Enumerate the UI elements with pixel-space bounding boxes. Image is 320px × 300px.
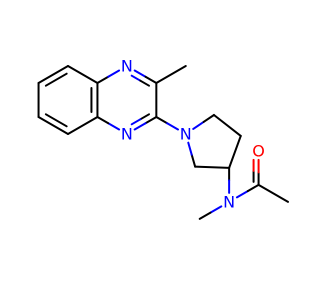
bond-benzo-double-1 (44, 72, 68, 87)
bond-benzo-1 (67, 65, 99, 84)
bond-c3-npyr-a (155, 116, 169, 125)
bond-pyr-1-b (202, 113, 215, 123)
bond-pyr-4 (194, 165, 231, 169)
bond-pyr-2 (212, 113, 242, 137)
bond-c2-methyl (155, 65, 187, 84)
bond-c8a-n1-b (107, 69, 121, 78)
atom-o-carbonyl-label: O (252, 141, 265, 160)
bond-pyr-3 (228, 134, 242, 169)
atom-n4-label: N (121, 125, 133, 144)
bond-pyr-1-a (192, 120, 205, 130)
bond-namide-methyl-b (198, 211, 212, 220)
bond-pyr-5-a (190, 153, 197, 168)
bond-c3-n4-double-b (130, 118, 142, 126)
bond-c3-n4-double-a (139, 113, 151, 121)
molecule-structure-diagram: N N N N O (37, 57, 290, 220)
bond-c8a-n1-a (96, 75, 110, 84)
bond-n1-c2-b (144, 75, 158, 84)
bond-pyr-5-b (187, 141, 193, 156)
molecule-canvas: N N N N O (37, 57, 290, 220)
bond-namide-methyl-a (209, 205, 223, 214)
bond-n1-c2-a (133, 69, 147, 78)
bond-benzo-6 (37, 65, 69, 84)
atom-n-pyrrolidine-label: N (180, 125, 192, 144)
bond-benzo-3 (67, 116, 99, 135)
atom-n1-label: N (121, 57, 133, 76)
bond-carbonyl-methyl (257, 183, 290, 203)
bond-c3-npyr-b (166, 122, 179, 131)
bond-benzo-4 (37, 116, 69, 135)
atom-n-amide-label: N (223, 192, 235, 211)
bond-namide-carbonyl-a (235, 190, 249, 199)
bond-n4-c4a-b (96, 116, 110, 125)
bond-c3-n4-b (133, 122, 147, 131)
bond-n1-c2-double-b (139, 79, 151, 87)
bond-c3-n4-a (144, 116, 158, 125)
bond-n4-c4a-a (107, 122, 121, 131)
bond-benzo-double-2 (44, 113, 68, 128)
bond-n1-c2-double-a (130, 74, 142, 82)
bond-namide-carbonyl-b (246, 183, 260, 193)
